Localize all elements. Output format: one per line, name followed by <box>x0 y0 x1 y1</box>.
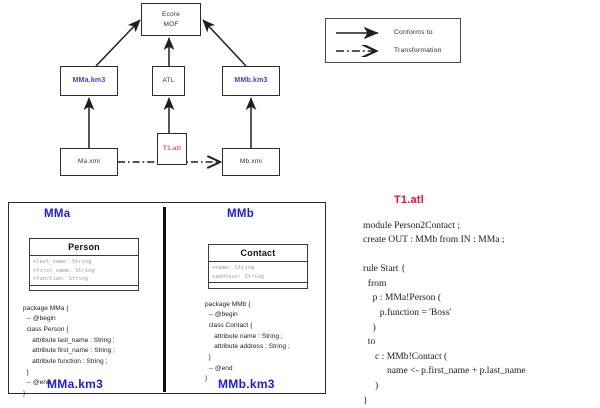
dash-dot-arrow-icon <box>334 44 386 56</box>
node-ecore-label-line2: MOF <box>163 20 179 28</box>
node-mma-km3: MMa.km3 <box>60 66 118 96</box>
mma-title: MMa <box>44 208 71 220</box>
uml-attribute: +first_name: String <box>33 267 95 274</box>
uml-attribute: +name: String <box>212 265 255 271</box>
node-t1-atl: T1.atl <box>157 133 187 165</box>
mmb-km3-filename: MMb.km3 <box>218 377 275 391</box>
legend-item-conforms-to: Conforms to <box>334 26 433 40</box>
uml-class-person: Person +last_name: String +first_name: S… <box>29 238 139 291</box>
node-ecore-label-line1: Ecore <box>162 11 180 19</box>
edge-mma-to-ecore <box>95 19 141 67</box>
node-ecore-mof: Ecore MOF <box>141 3 201 36</box>
legend-label-conforms-to: Conforms to <box>394 28 433 36</box>
node-mb-xmi-label: Mb.xmi <box>239 158 263 166</box>
uml-attribute: +function: String <box>33 276 89 283</box>
uml-attribute: +address: String <box>212 273 264 280</box>
edge-mmb-to-ecore <box>202 19 247 67</box>
uml-class-person-name: Person <box>30 239 138 256</box>
solid-arrow-icon <box>334 26 386 40</box>
node-ma-xmi-label: Ma.xmi <box>77 158 101 166</box>
legend-item-transformation: Transformation <box>334 44 442 56</box>
node-mb-xmi: Mb.xmi <box>222 148 280 176</box>
node-mma-km3-label: MMa.km3 <box>72 76 106 84</box>
atl-code-title: T1.atl <box>394 194 424 206</box>
mma-km3-code: package MMa { -- @begin class Person { a… <box>23 304 115 397</box>
mda-conformance-diagram: Ecore MOF MMa.km3 ATL MMb.km3 T1.atl Ma.… <box>0 0 300 190</box>
mma-km3-filename: MMa.km3 <box>47 377 104 391</box>
diagram-connector-layer <box>83 19 257 190</box>
node-mmb-km3: MMb.km3 <box>222 66 280 96</box>
node-mmb-km3-label: MMb.km3 <box>234 76 268 84</box>
uml-class-contact-attributes: +name: String +address: String <box>209 262 307 284</box>
legend-label-transformation: Transformation <box>394 46 442 54</box>
node-atl-label: ATL <box>162 77 175 85</box>
legend-box: Conforms to Transformation <box>325 18 461 63</box>
node-t1-atl-label: T1.atl <box>162 145 182 153</box>
atl-transformation-code: module Person2Contact ; create OUT : MMb… <box>363 219 526 406</box>
node-atl: ATL <box>152 66 185 96</box>
mmb-km3-code: package MMb { -- @begin class Contact { … <box>205 300 290 383</box>
uml-class-person-operations <box>30 286 138 291</box>
uml-class-contact: Contact +name: String +address: String <box>208 244 308 289</box>
km3-metamodels-panel <box>8 202 326 394</box>
uml-attribute: +last_name: String <box>33 259 92 265</box>
uml-class-person-attributes: +last_name: String +first_name: String +… <box>30 256 138 286</box>
node-ma-xmi: Ma.xmi <box>60 148 118 176</box>
uml-class-contact-operations <box>209 283 307 288</box>
uml-class-contact-name: Contact <box>209 245 307 262</box>
mmb-title: MMb <box>227 208 255 220</box>
panel-divider <box>163 207 166 392</box>
